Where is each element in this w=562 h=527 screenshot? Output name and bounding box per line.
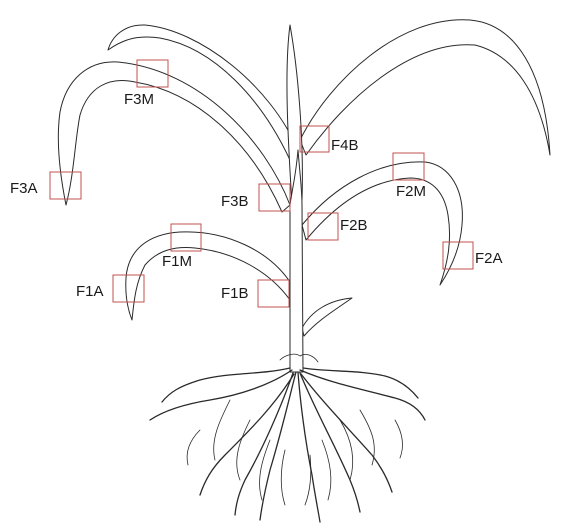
label-f3b: F3B bbox=[221, 193, 249, 210]
label-f2m: F2M bbox=[396, 183, 426, 200]
label-f1a: F1A bbox=[76, 283, 104, 300]
leaf-f2 bbox=[302, 162, 462, 285]
label-f3m: F3M bbox=[124, 91, 154, 108]
leaf-f3 bbox=[58, 62, 290, 212]
label-f2b: F2B bbox=[340, 217, 368, 234]
leaf-small-right bbox=[302, 298, 352, 336]
label-f1b: F1B bbox=[221, 285, 249, 302]
leaf-top-right bbox=[300, 20, 550, 155]
label-f4b: F4B bbox=[331, 137, 359, 154]
label-f1m: F1M bbox=[162, 253, 192, 270]
roots bbox=[150, 354, 425, 522]
label-f2a: F2A bbox=[475, 250, 503, 267]
label-f3a: F3A bbox=[10, 180, 38, 197]
